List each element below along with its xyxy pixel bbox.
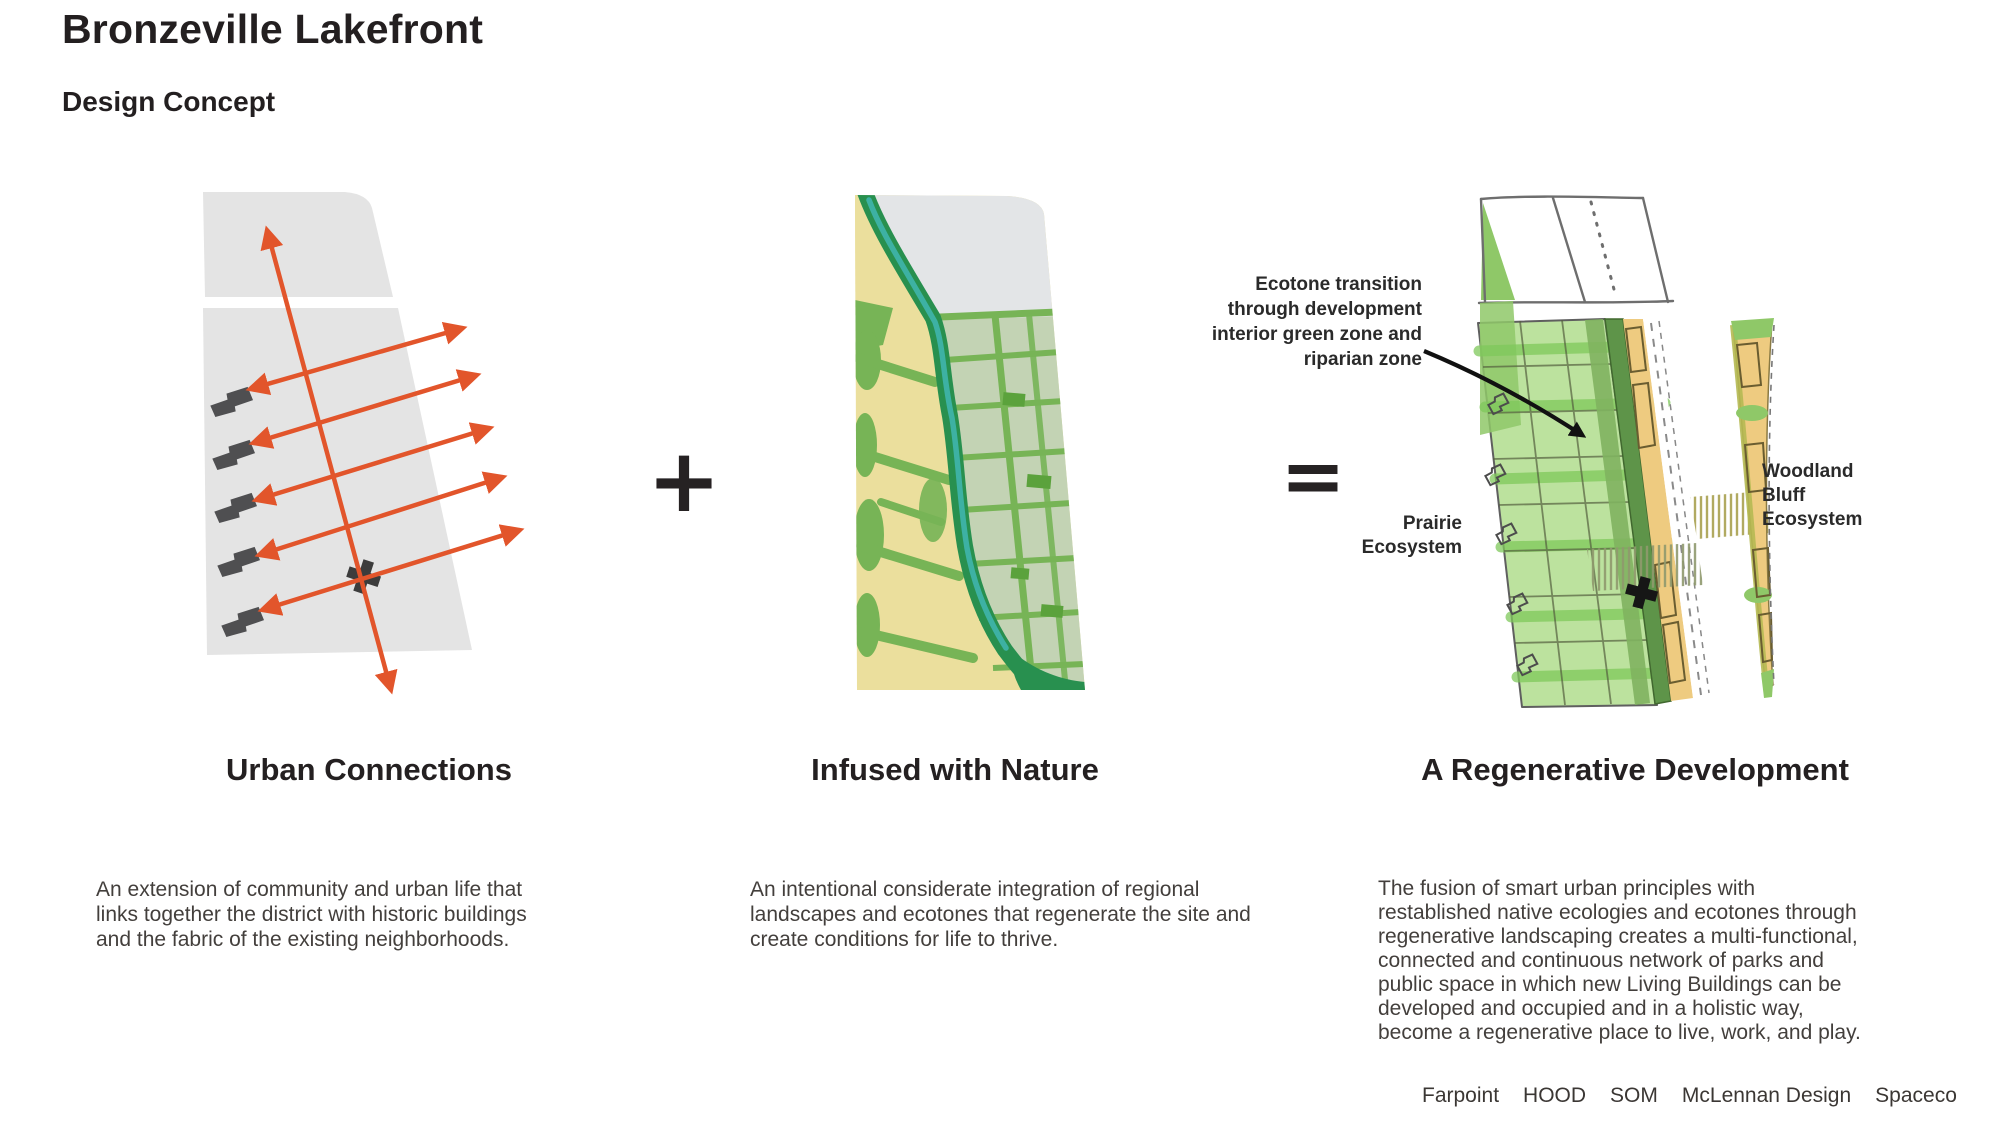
connection-arrows — [245, 225, 525, 695]
bluff-dashed-edge — [1768, 324, 1775, 686]
page-subtitle: Design Concept — [62, 86, 276, 117]
urban-connections-diagram — [203, 192, 525, 695]
green-buildings — [1002, 392, 1064, 618]
ecotone-annotation-label: Ecotone transition through development i… — [1211, 274, 1422, 370]
firm-hood: HOOD — [1523, 1084, 1587, 1107]
site-block-main — [203, 308, 472, 655]
infused-with-nature-diagram — [855, 195, 1085, 690]
panel-body-regenerative-development: The fusion of smart urban principles wit… — [1378, 877, 1861, 1044]
east-band-blocks — [1735, 341, 1774, 664]
panel-heading-infused-with-nature: Infused with Nature — [811, 752, 1099, 787]
river-water — [866, 197, 1009, 651]
river-mouth — [1011, 652, 1085, 690]
plus-operator-icon: + — [647, 429, 721, 532]
panel-heading-urban-connections: Urban Connections — [226, 752, 512, 787]
sketch-street-grid — [1482, 319, 1649, 706]
firm-credits: Farpoint HOOD SOM McLennan Design Spacec… — [1422, 1084, 1957, 1108]
prairie-green-strips — [855, 353, 978, 663]
landmark-cross-building — [1625, 576, 1659, 610]
equals-operator-icon: = — [1280, 432, 1346, 522]
firm-spaceco: Spaceco — [1875, 1084, 1957, 1107]
historic-building-icons — [210, 386, 265, 637]
panel-body-urban-connections: An extension of community and urban life… — [96, 878, 527, 951]
firm-farpoint: Farpoint — [1422, 1084, 1500, 1107]
north-blocks-sketch — [1477, 195, 1675, 305]
woodland-bluff-ecosystem-label: Woodland Bluff Ecosystem — [1762, 461, 1863, 530]
existing-area-gray — [855, 195, 1080, 320]
green-street-grid — [939, 308, 1085, 690]
panel-heading-regenerative-development: A Regenerative Development — [1421, 752, 1849, 787]
central-street — [1643, 319, 1707, 698]
hatched-crossing-west — [1587, 543, 1703, 591]
street-edge-dashed — [1658, 320, 1710, 694]
house-footprint-icons — [1484, 392, 1539, 677]
north-green-triangle — [1481, 203, 1515, 300]
prairie-ecosystem-label: Prairie Ecosystem — [1361, 513, 1462, 558]
ecotone-annotation-arrow — [1423, 349, 1587, 438]
bluff-green-patches — [1731, 318, 1774, 698]
firm-som: SOM — [1610, 1084, 1658, 1107]
regenerative-development-diagram — [1473, 195, 1775, 708]
firm-mclennan-design: McLennan Design — [1681, 1084, 1852, 1107]
site-block-top — [203, 192, 393, 297]
page-title: Bronzeville Lakefront — [62, 6, 484, 52]
interior-green-zone-band — [1585, 319, 1650, 705]
panel-body-infused-with-nature: An intentional considerate integration o… — [750, 878, 1251, 951]
